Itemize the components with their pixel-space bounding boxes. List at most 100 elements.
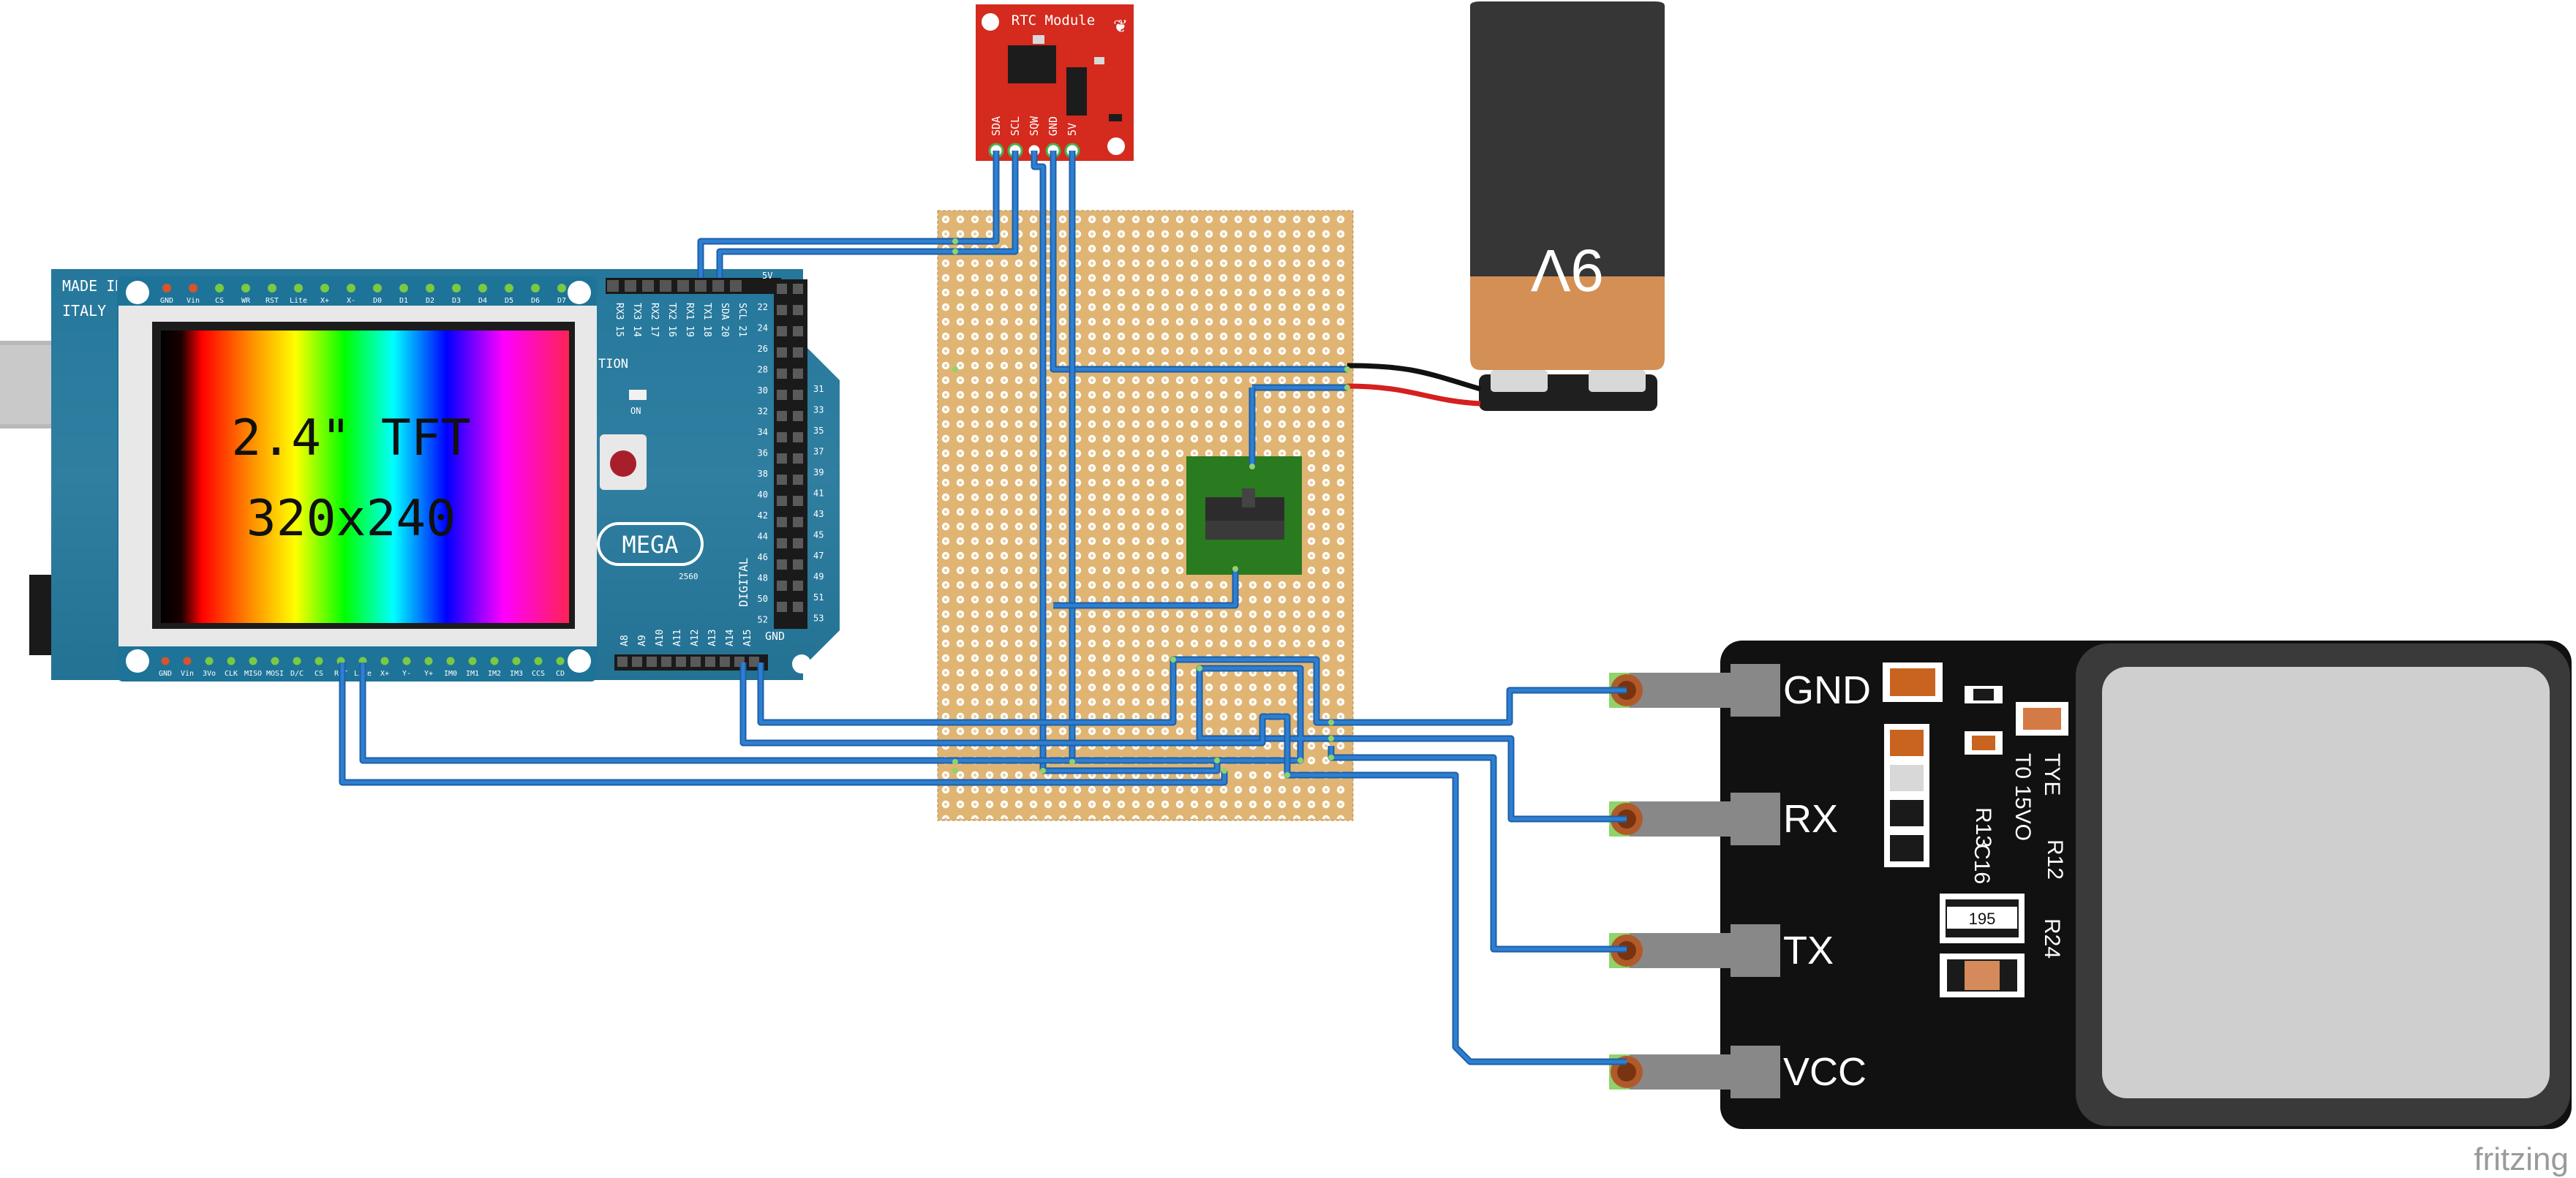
shield-bottom-pin [534,657,543,665]
wire-joint [1298,758,1303,763]
comm-pin [677,280,689,292]
digital-pin-label: 49 [813,572,824,582]
shield-top-pin [189,284,197,292]
wire-joint [952,366,958,372]
shield-bottom-pin [293,657,301,665]
shield-top-pin [347,284,355,292]
wire-joint [1344,385,1350,390]
digital-pin [777,602,787,612]
analog-pin [647,657,657,667]
comm-label: TION [598,357,628,371]
silk-r13: R13 [1971,807,1995,847]
digital-pin [777,411,787,421]
shield-top-pin [452,284,461,292]
digital-pin-label: 37 [813,447,824,457]
power-led [629,390,647,400]
battery-black-lead [1347,363,1481,392]
shield-top-pin [531,284,540,292]
on-label: ON [630,406,641,416]
digital-pin [777,475,787,485]
digital-pin [793,347,803,358]
rtc-title: RTC Module [1012,12,1095,29]
shield-top-pin [215,284,224,292]
gnd-label: GND [765,630,785,643]
digital-pin [777,496,787,506]
digital-pin [777,305,787,315]
digital-pin [777,538,787,548]
mega-logo [597,522,704,566]
shield-top-pin-label: Vin [187,297,200,305]
digital-pin [793,453,803,464]
analog-pin-label: A9 [637,635,648,646]
digital-pin [793,390,803,400]
shield-bottom-pin-label: Y+ [424,670,433,678]
shield-bottom-pin-label: MOSI [266,670,284,678]
wire-joint [1069,759,1075,765]
analog-pin [632,657,642,667]
wire-joint [952,238,958,244]
digital-pin-label: 48 [758,573,768,584]
digital-pin-label: 38 [758,469,768,479]
shield-top-pin [478,284,487,292]
analog-pin [676,657,686,667]
sensor-pin-label: VCC [1783,1050,1867,1094]
rtc-pin-label: GND [1047,116,1060,136]
shield-top-pin-label: D6 [531,297,540,305]
digital-pin-label: 50 [758,594,768,604]
shield-bottom-pin-label: CS [315,670,323,678]
shield-top-pin [320,284,329,292]
shield-top-pin-label: D0 [373,297,382,305]
shield-top-pin [268,284,276,292]
shield-bottom-pin-label: IM3 [510,670,523,678]
digital-pin-label: 45 [813,530,824,540]
battery-label: 9V [1531,237,1605,303]
analog-pin-label: A8 [619,635,630,646]
shield-top-pin [557,284,566,292]
shield-bottom-pin [205,657,214,665]
shield-top-pin [162,284,171,292]
five-v-label: 5V [762,271,772,281]
analog-pin-label: A15 [742,630,753,646]
digital-pin-label: 47 [813,551,824,561]
wire-joint [1328,755,1334,760]
shield-bottom-pin [490,657,499,665]
digital-pin [777,390,787,400]
shield-top-pin [426,284,434,292]
slide-switch [1186,456,1302,575]
shield-bottom-pin-label: GND [159,670,172,678]
shield-bottom-pin [161,657,170,665]
shield-top-pin [241,284,250,292]
analog-pin-label: A10 [655,630,666,646]
shield-top-pin-label: D7 [557,297,566,305]
digital-pin [793,305,803,315]
fingerprint-sensor: 195 TYE R12 T0 15VO R13 C16 R24 GNDRXTXV… [1609,641,2572,1129]
digital-pin [793,517,803,527]
shield-bottom-pin-label: CD [556,670,565,678]
digital-pin [793,411,803,421]
shield-top-pin [505,284,513,292]
shield-bottom-pin [271,657,279,665]
digital-pin [777,432,787,442]
shield-top-pin-label: CS [215,297,224,305]
analog-pin [661,657,671,667]
wire-joint [1214,758,1220,763]
digital-pin-label: 35 [813,426,824,436]
silk-r24: R24 [2040,918,2064,959]
shield-top-pin-label: GND [160,297,173,305]
wire-joint [1344,366,1350,372]
digital-pin-label: 44 [758,532,768,542]
shield-bottom-pin-label: IM0 [444,670,457,678]
sparkfun-flame-icon: ❦ [1113,17,1128,37]
digital-pin-label: 39 [813,467,824,477]
shield-bottom-pin-label: CCS [532,670,545,678]
shield-top-pin-label: RST [265,297,279,305]
shield-bottom-pin [249,657,257,665]
digital-pin [777,453,787,464]
shield-bottom-pin [227,657,236,665]
shield-top-pin-label: X+ [320,297,329,305]
comm-pin-label: TX3 14 [631,303,642,337]
shield-bottom-pin-label: 3Vo [203,670,216,678]
comm-pin [625,280,636,292]
digital-pin-label: 22 [758,302,768,312]
